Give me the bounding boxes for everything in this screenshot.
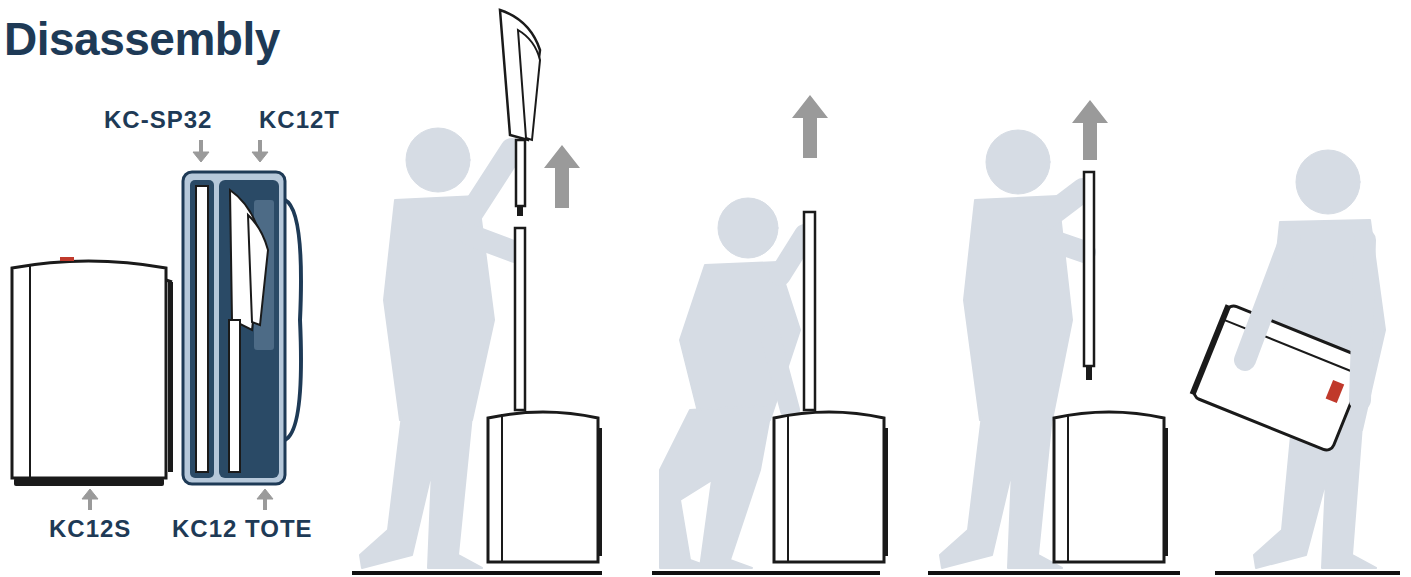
part-label-holder: KC12S bbox=[49, 515, 131, 543]
leader-arrows bbox=[82, 140, 273, 510]
part-label: KC12S bbox=[49, 515, 131, 542]
part-label: KC-SP32 bbox=[104, 106, 212, 133]
part-label-holder: KC-SP32 bbox=[104, 106, 212, 134]
scene-two bbox=[774, 95, 888, 562]
part-label: KC12 TOTE bbox=[172, 515, 313, 542]
part-label: KC12T bbox=[259, 106, 340, 133]
silhouettes bbox=[360, 128, 1385, 568]
scene-three bbox=[1054, 100, 1168, 562]
diagram-title-holder: Disassembly bbox=[4, 12, 280, 66]
arms-front bbox=[1245, 240, 1365, 400]
diagram-title: Disassembly bbox=[4, 13, 280, 65]
part-label-holder: KC12 TOTE bbox=[172, 515, 313, 543]
part-label-holder: KC12T bbox=[259, 106, 340, 134]
ground-lines bbox=[352, 571, 1400, 575]
kc12-tote bbox=[183, 172, 301, 484]
kc12s-subwoofer bbox=[12, 257, 173, 486]
scene-one bbox=[488, 10, 602, 562]
scene-four bbox=[1192, 304, 1369, 453]
